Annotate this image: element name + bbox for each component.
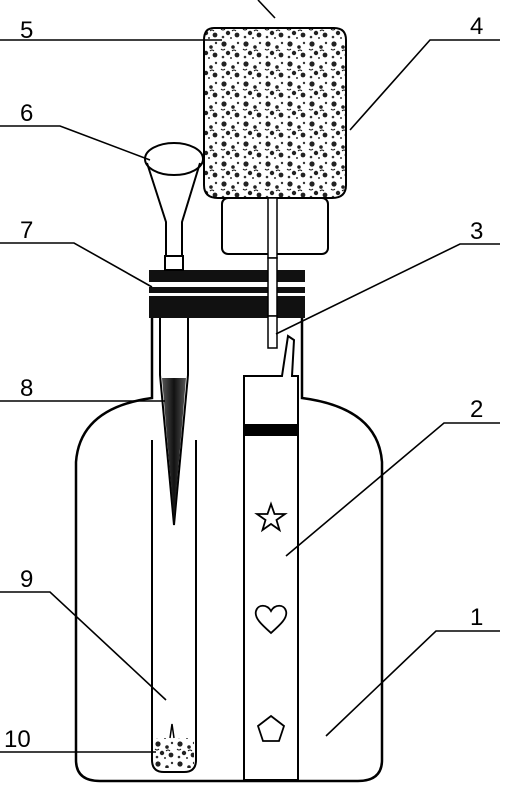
label-3: 3 [470,218,484,245]
label-5: 5 [20,17,34,44]
pentagon-icon [256,714,286,742]
paper-strip [243,334,299,781]
label-8: 8 [20,375,34,402]
label-4: 4 [470,13,484,40]
star-icon [254,501,288,533]
inverted-bottle [203,27,347,259]
test-tube [151,440,197,773]
label-7: 7 [20,217,34,244]
leader-lines [0,0,500,753]
rubber-stopper [149,270,305,318]
glass-tube [267,257,278,349]
label-2: 2 [470,396,484,423]
heart-icon [254,604,288,635]
label-6: 6 [20,100,34,127]
bottle [74,300,384,783]
dropper [144,142,204,526]
label-1: 1 [470,604,484,631]
sediment [154,723,194,768]
label-10: 10 [4,726,31,753]
label-9: 9 [20,566,34,593]
